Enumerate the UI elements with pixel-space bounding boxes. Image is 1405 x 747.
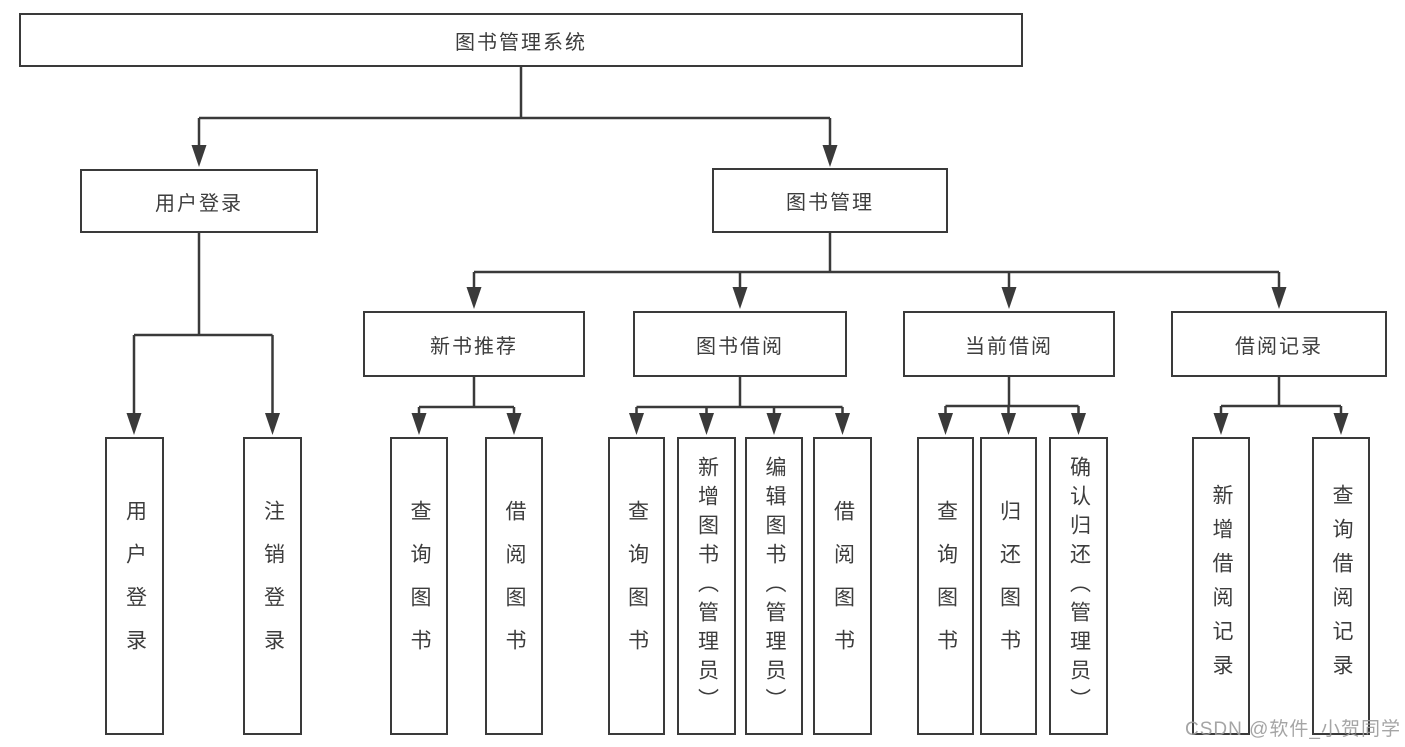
leaf-borrow-books-recommend: 借阅图书 [485,437,543,735]
leaf-query-borrow-record: 查询借阅记录 [1312,437,1370,735]
arrowhead [1001,413,1016,435]
leaf-borrow-books: 借阅图书 [813,437,872,735]
arrowhead [629,413,644,435]
arrowhead [1001,287,1017,309]
arrowhead [835,413,850,435]
arrowhead [1213,413,1229,435]
connector-new-book-recommend-children [411,377,522,435]
connector-book-borrow-children [629,377,850,435]
connector-borrow-records-children [1213,377,1349,435]
leaf-confirm-return-admin: 确认归还（管理员） [1049,437,1108,735]
arrowhead [126,413,142,435]
leaf-query-books-borrow: 查询图书 [608,437,665,735]
leaf-query-books-recommend: 查询图书 [390,437,448,735]
arrowhead [191,145,207,167]
node-book-management: 图书管理 [712,168,948,233]
node-book-borrow: 图书借阅 [633,311,847,377]
node-user-login: 用户登录 [80,169,318,233]
arrowhead [938,413,953,435]
watermark: CSDN @软件_小贺同学 [1185,719,1401,740]
connector-user-login-children [126,233,280,435]
arrowhead [1271,287,1287,309]
arrowhead [699,413,714,435]
node-current-borrow: 当前借阅 [903,311,1115,377]
arrowhead [411,413,427,435]
leaf-return-book: 归还图书 [980,437,1037,735]
arrowhead [1333,413,1349,435]
arrowhead [822,145,838,167]
leaf-query-books-current: 查询图书 [917,437,974,735]
arrowhead [1071,413,1086,435]
arrowhead [506,413,522,435]
node-root-system: 图书管理系统 [19,13,1023,67]
arrowhead [265,413,280,435]
node-borrow-records: 借阅记录 [1171,311,1387,377]
arrowhead [732,287,748,309]
leaf-logout: 注销登录 [243,437,302,735]
connector-current-borrow-children [938,377,1086,435]
leaf-add-borrow-record: 新增借阅记录 [1192,437,1250,735]
connector-root-to-level2 [191,67,838,167]
leaf-add-book-admin: 新增图书（管理员） [677,437,736,735]
connector-book-management-children [466,233,1287,309]
arrowhead [466,287,482,309]
arrowhead [766,413,782,435]
node-new-book-recommend: 新书推荐 [363,311,585,377]
leaf-user-login: 用户登录 [105,437,164,735]
leaf-edit-book-admin: 编辑图书（管理员） [745,437,803,735]
